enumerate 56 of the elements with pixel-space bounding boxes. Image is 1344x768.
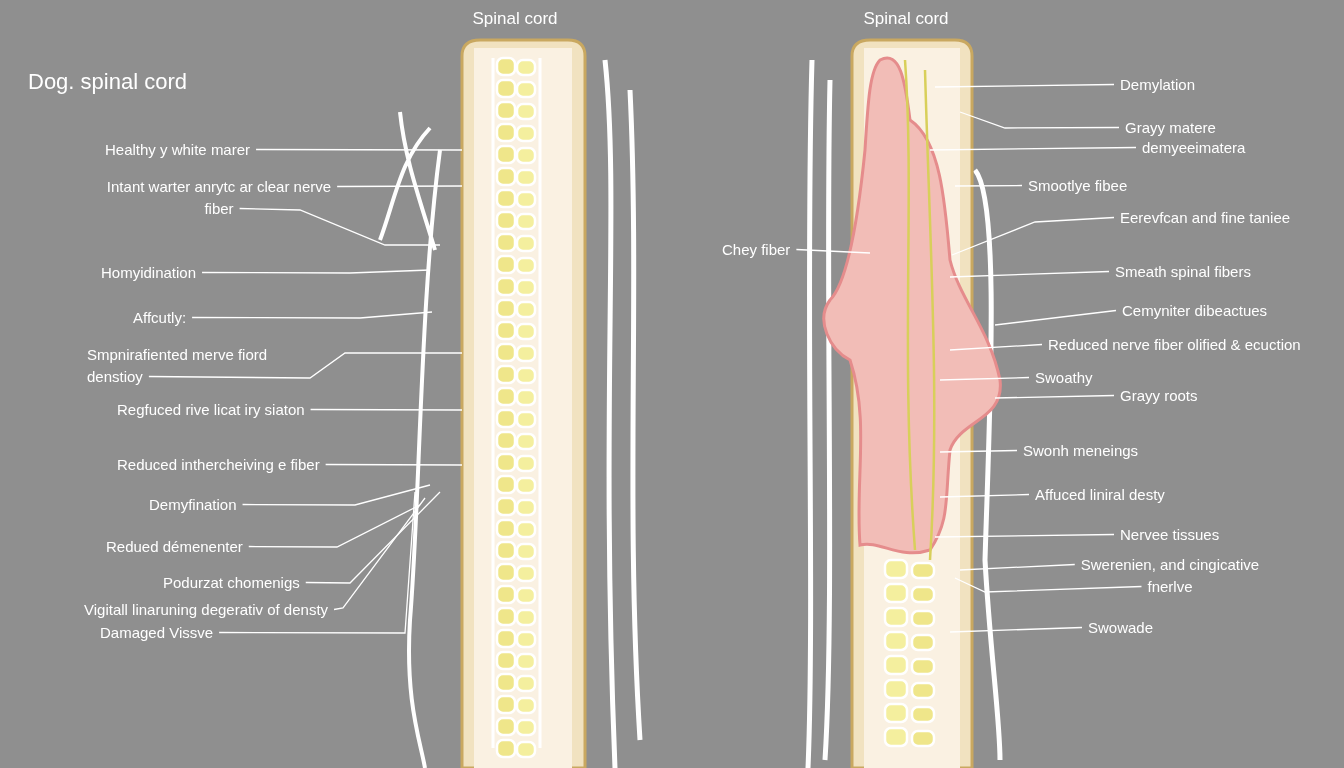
leader-line [994, 309, 1117, 326]
callout-label: Smeath spinal fibers [1115, 261, 1251, 283]
callout-label: Eerevfcan and fine taniee [1120, 207, 1291, 229]
callout-label: Healthy y white marer [105, 139, 251, 161]
leader-line [939, 493, 1030, 498]
leader-line [959, 563, 1076, 571]
callout-label: Swoathy [1035, 367, 1093, 389]
leader-line [218, 491, 416, 634]
leader-line [934, 83, 1115, 88]
leader-line [954, 184, 1023, 187]
callout-label: Swowade [1088, 617, 1154, 639]
callout-label: Damaged Vissve [100, 622, 214, 644]
callout-label: Chey fiber [722, 239, 791, 261]
cord-heading: Spinal cord [471, 8, 559, 30]
callout-label: Demyfination [149, 494, 237, 516]
callout-label: Demylation [1120, 74, 1196, 96]
diagram-title: Dog. spinal cord [28, 68, 187, 96]
leader-line [325, 463, 463, 466]
callout-label: Affcutly: [133, 307, 187, 329]
leader-line [949, 626, 1083, 633]
leader-line [949, 270, 1110, 278]
callout-label: Reduced inthercheiving e fiber [117, 454, 320, 476]
callout-label: Homyidination [101, 262, 197, 284]
leader-line [148, 352, 463, 379]
leader-line [939, 449, 1018, 453]
leader-line [795, 248, 871, 254]
callout-label: Swonh meneings [1023, 440, 1139, 462]
callout-label: Cemyniter dibeactues [1122, 300, 1268, 322]
leader-line [238, 207, 441, 246]
callout-label: Intant warter anrytc ar clear nerve fiber [103, 176, 335, 220]
callout-label: Smootlye fibee [1028, 175, 1128, 197]
callout-label: Regfuced rive licat iry siaton [117, 399, 305, 421]
leader-line [255, 148, 463, 151]
callout-label: Grayy roots [1120, 385, 1198, 407]
leader-line [191, 311, 433, 319]
callout-label: Redued démenenter [106, 536, 243, 558]
leader-line [248, 504, 421, 548]
callout-label: Nervee tissues [1120, 524, 1220, 546]
leader-line [959, 111, 1120, 129]
leader-line [954, 577, 1143, 593]
cord-heading: Spinal cord [862, 8, 950, 30]
callout-label: Smpnirafiented merve fiord denstioy [87, 344, 313, 388]
callout-label: Reduced nerve fiber olified & ecuction [1048, 334, 1301, 356]
leader-line [336, 185, 463, 188]
leader-line [333, 497, 426, 611]
callout-label: Vigitall linaruning degerativ of densty [84, 599, 329, 621]
callout-label: Podurzat chomenigs [163, 572, 300, 594]
leader-line [309, 408, 463, 411]
leader-line [305, 491, 441, 584]
callout-label: demyeeimatera [1142, 137, 1246, 159]
callout-label: Swerenien, and cingicative fnerlve [1062, 554, 1278, 598]
leader-line [241, 484, 431, 506]
leader-line [939, 376, 1030, 381]
leader-line [951, 216, 1115, 256]
callout-label: Grayy matere [1125, 117, 1216, 139]
callout-label: Affuced liniral desty [1035, 484, 1165, 506]
